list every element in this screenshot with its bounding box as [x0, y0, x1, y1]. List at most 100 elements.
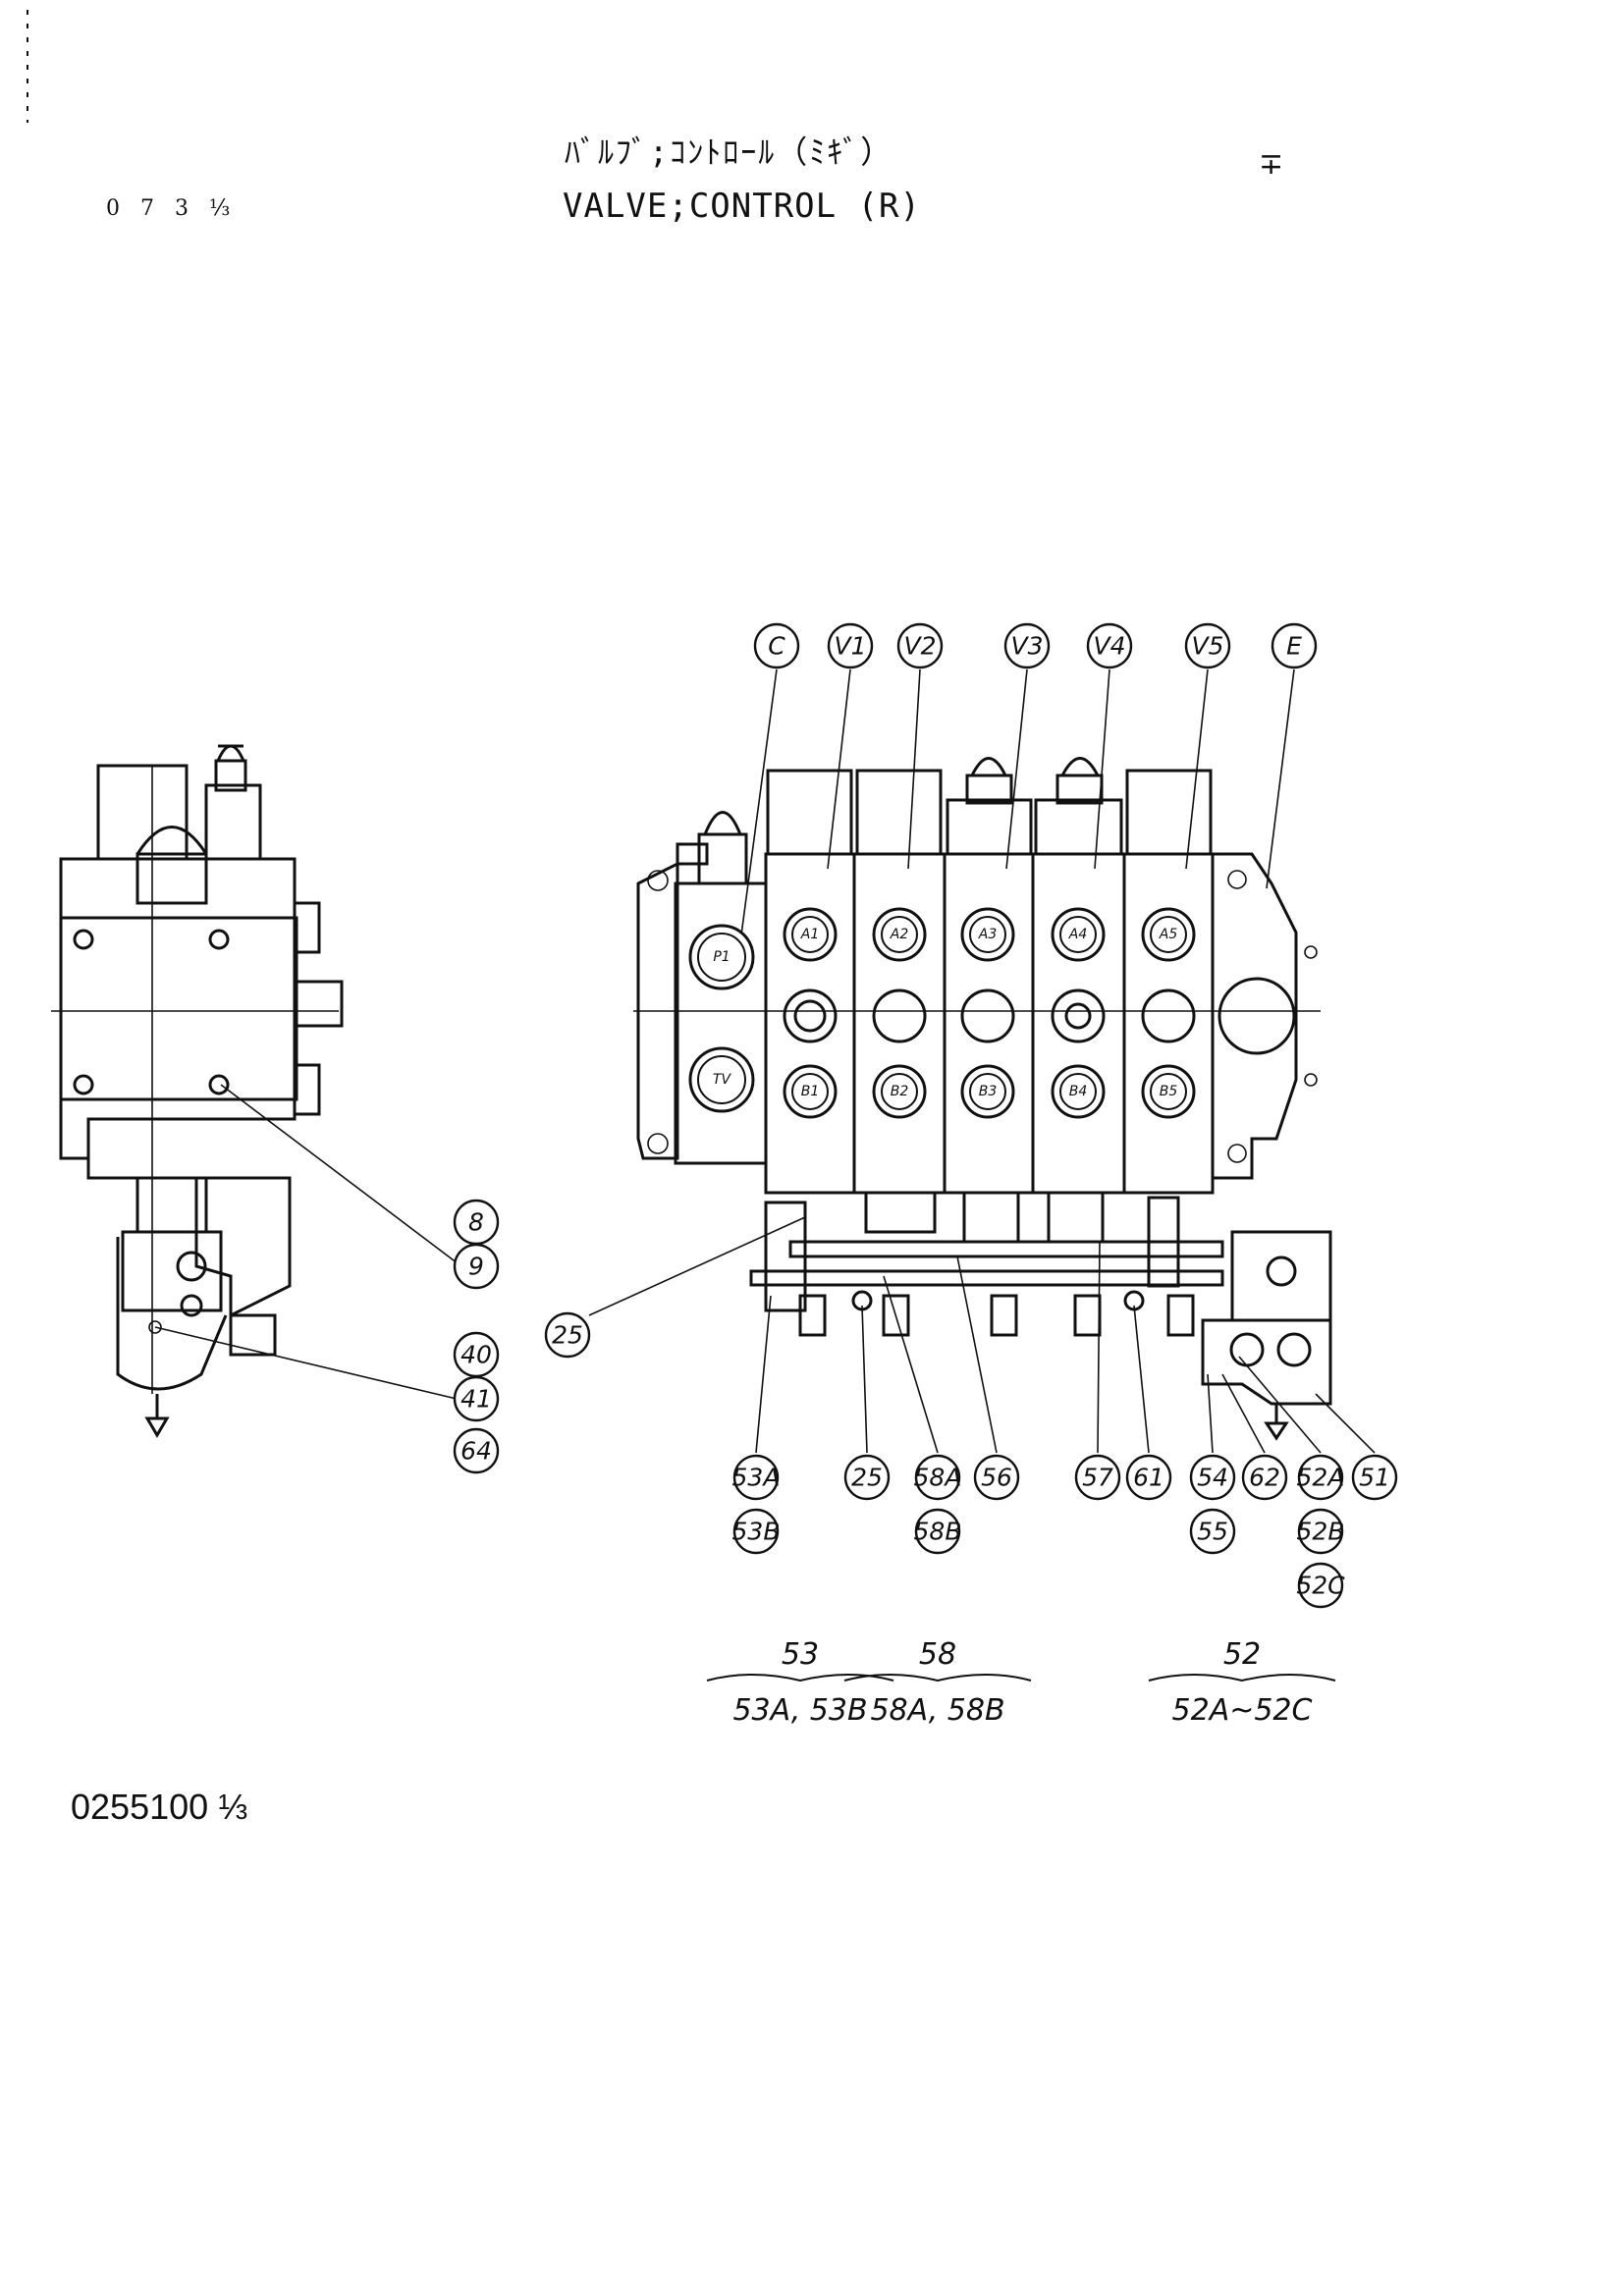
- callout-label: 53A: [732, 1464, 781, 1492]
- callout-left-4: 64: [453, 1427, 500, 1474]
- port-a-3: A3: [960, 907, 1015, 962]
- callout-label: V1: [834, 632, 866, 661]
- callout-bottom-8: 61: [1125, 1454, 1172, 1501]
- callout-label: 57: [1082, 1464, 1113, 1492]
- group-brace: [843, 1674, 1032, 1682]
- group-brace: [1148, 1674, 1336, 1682]
- callout-top-1: V1: [827, 622, 874, 669]
- callout-label: 52A: [1297, 1464, 1345, 1492]
- port-b-1: B1: [783, 1064, 838, 1119]
- callout-bottom-2: 53B: [732, 1508, 781, 1555]
- group-number: 52: [1223, 1637, 1261, 1672]
- callout-bottom-14: 52C: [1296, 1562, 1345, 1609]
- callouts: C V1 V2 V3 V4 V5 E 8 9 40 41 64 25 53A 53B 25 58A 58B 56 57…: [453, 622, 1398, 1609]
- callout-label: 62: [1249, 1464, 1280, 1492]
- title-japanese: ﾊﾞﾙﾌﾞ;ｺﾝﾄﾛｰﾙ（ﾐｷﾞ）: [565, 133, 894, 171]
- callout-bottom-5: 58B: [914, 1508, 962, 1555]
- callout-bottom-15: 51: [1351, 1454, 1398, 1501]
- callout-label: 8: [468, 1208, 484, 1237]
- callout-bottom-9: 54: [1189, 1454, 1236, 1501]
- group-members: 58A, 58B: [870, 1693, 1004, 1728]
- corner-mark: ∓: [1259, 147, 1284, 182]
- callout-label: 61: [1133, 1464, 1164, 1492]
- group-notes: 53 53A, 53B 58 58A, 58B 52 52A~52C: [706, 1637, 1336, 1728]
- callout-label: 64: [460, 1437, 492, 1466]
- callout-label: 55: [1197, 1518, 1228, 1546]
- callout-label: 51: [1359, 1464, 1390, 1492]
- port-a-4: A4: [1051, 907, 1106, 962]
- callout-bottom-13: 52B: [1297, 1508, 1345, 1555]
- callout-bottom-6: 56: [973, 1454, 1020, 1501]
- port-label: A5: [1159, 927, 1178, 942]
- drawing-number: 0255100 ⅓: [71, 1787, 248, 1827]
- port-b-2: B2: [872, 1064, 927, 1119]
- callout-left-0: 8: [453, 1199, 500, 1246]
- callout-label: 52B: [1297, 1518, 1345, 1546]
- port-b-5: B5: [1141, 1064, 1196, 1119]
- port-label: B4: [1069, 1084, 1088, 1099]
- callout-left-1: 9: [453, 1243, 500, 1290]
- port-label: A1: [800, 927, 819, 942]
- callout-label: 52C: [1296, 1572, 1345, 1600]
- callout-label: V3: [1010, 632, 1043, 661]
- port-label: A4: [1068, 927, 1087, 942]
- port-label: B2: [891, 1084, 909, 1099]
- group-members: 53A, 53B: [732, 1693, 867, 1728]
- callout-left-2: 40: [453, 1331, 500, 1378]
- callout-top-5: V5: [1184, 622, 1231, 669]
- callout-bottom-12: 52A: [1297, 1454, 1345, 1501]
- callout-bottom-10: 55: [1189, 1508, 1236, 1555]
- callout-label: V5: [1191, 632, 1223, 661]
- callout-bottom-1: 53A: [732, 1454, 781, 1501]
- callout-label: 56: [981, 1464, 1012, 1492]
- callout-label: 9: [468, 1253, 484, 1281]
- callout-label: 41: [460, 1385, 492, 1414]
- callout-label: 58B: [914, 1518, 962, 1546]
- callout-label: 25: [552, 1321, 583, 1350]
- callout-label: 40: [460, 1341, 492, 1369]
- callout-label: E: [1286, 632, 1302, 661]
- port-label: A2: [890, 927, 909, 942]
- callout-label: 25: [851, 1464, 883, 1492]
- callout-bottom-0: 25: [544, 1311, 591, 1359]
- port-b-3: B3: [960, 1064, 1015, 1119]
- front-view: [588, 668, 1376, 1454]
- port-a-5: A5: [1141, 907, 1196, 962]
- callout-bottom-4: 58A: [914, 1454, 962, 1501]
- port-b-4: B4: [1051, 1064, 1106, 1119]
- port-label: B1: [801, 1084, 820, 1099]
- group-number: 53: [782, 1637, 819, 1672]
- port-a-1: A1: [783, 907, 838, 962]
- group-note-53: 53 53A, 53B: [706, 1637, 894, 1728]
- group-number: 58: [919, 1637, 956, 1672]
- callout-label: C: [768, 632, 785, 661]
- callout-top-2: V2: [896, 622, 944, 669]
- callout-label: V2: [903, 632, 936, 661]
- callout-top-4: V4: [1086, 622, 1133, 669]
- callout-bottom-7: 57: [1074, 1454, 1121, 1501]
- title-english: VALVE;CONTROL (R): [563, 187, 921, 226]
- port-tank: TV: [688, 1046, 755, 1113]
- callout-top-0: C: [753, 622, 800, 669]
- port-label: B3: [979, 1084, 998, 1099]
- group-members: 52A~52C: [1172, 1693, 1313, 1728]
- callout-top-3: V3: [1003, 622, 1051, 669]
- port-inlet: P1: [688, 924, 755, 990]
- group-note-52: 52 52A~52C: [1148, 1637, 1336, 1728]
- page-code: 0 7 3 ⅓: [106, 196, 238, 221]
- callout-label: 58A: [914, 1464, 962, 1492]
- callout-left-3: 41: [453, 1375, 500, 1422]
- port-label: P1: [713, 949, 730, 965]
- callout-label: 53B: [732, 1518, 781, 1546]
- side-view: [51, 744, 462, 1438]
- port-label: TV: [713, 1072, 732, 1088]
- callout-top-6: E: [1271, 622, 1318, 669]
- group-note-58: 58 58A, 58B: [843, 1637, 1032, 1728]
- port-label: A3: [978, 927, 997, 942]
- callout-bottom-3: 25: [843, 1454, 891, 1501]
- callout-label: 54: [1197, 1464, 1228, 1492]
- callout-bottom-11: 62: [1241, 1454, 1288, 1501]
- port-a-2: A2: [872, 907, 927, 962]
